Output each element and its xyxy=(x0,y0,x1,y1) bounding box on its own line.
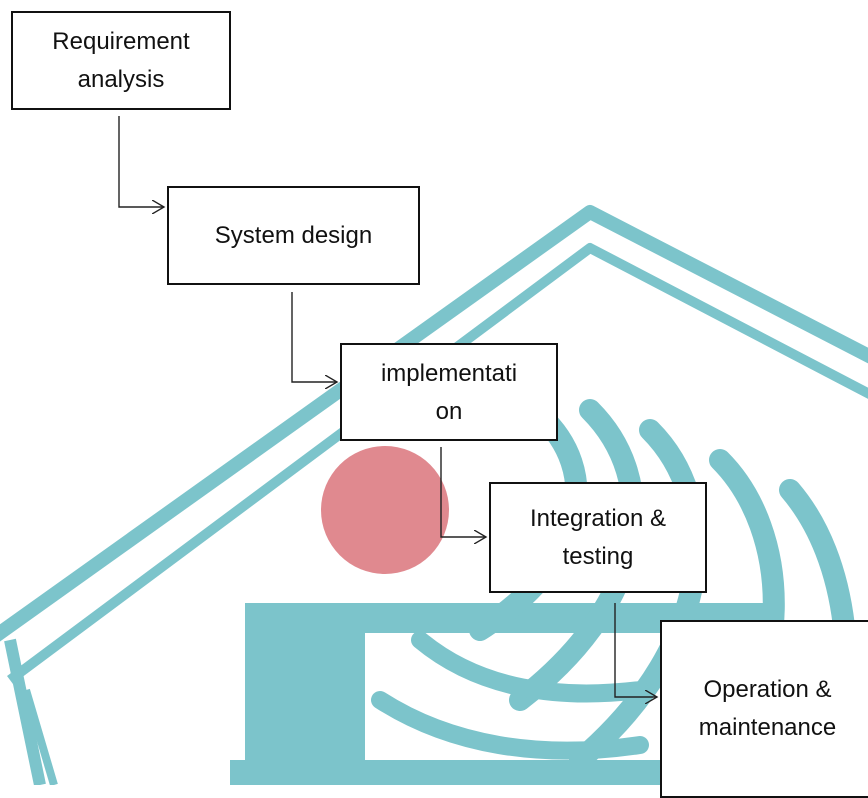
step-operation-maintenance: Operation & maintenance xyxy=(660,620,868,798)
step-requirement-analysis: Requirement analysis xyxy=(11,11,231,110)
arrow-design-to-implementation xyxy=(291,292,337,382)
watermark-inner-arc xyxy=(7,243,868,685)
arrow-implementation-to-integration xyxy=(440,447,486,537)
step-system-design: System design xyxy=(167,186,420,285)
watermark-red-sun xyxy=(321,446,449,574)
step-label: Requirement analysis xyxy=(52,27,190,93)
watermark-wave-6 xyxy=(411,631,649,703)
step-label: Integration & testing xyxy=(529,504,667,570)
step-label: Operation & maintenance xyxy=(698,676,837,741)
step-label: implementati on xyxy=(380,360,518,425)
watermark-left-edge-inner xyxy=(22,688,58,785)
arrow-integration-to-operation xyxy=(614,603,657,697)
step-integration-testing: Integration & testing xyxy=(489,482,707,593)
watermark-left-edge xyxy=(4,638,46,785)
watermark-base-block xyxy=(245,633,365,785)
watermark-outer-arc xyxy=(0,205,868,642)
watermark-wave-7 xyxy=(371,691,649,760)
step-implementation: implementati on xyxy=(340,343,558,441)
step-label: System design xyxy=(214,221,373,249)
arrow-requirement-to-design xyxy=(118,116,164,207)
